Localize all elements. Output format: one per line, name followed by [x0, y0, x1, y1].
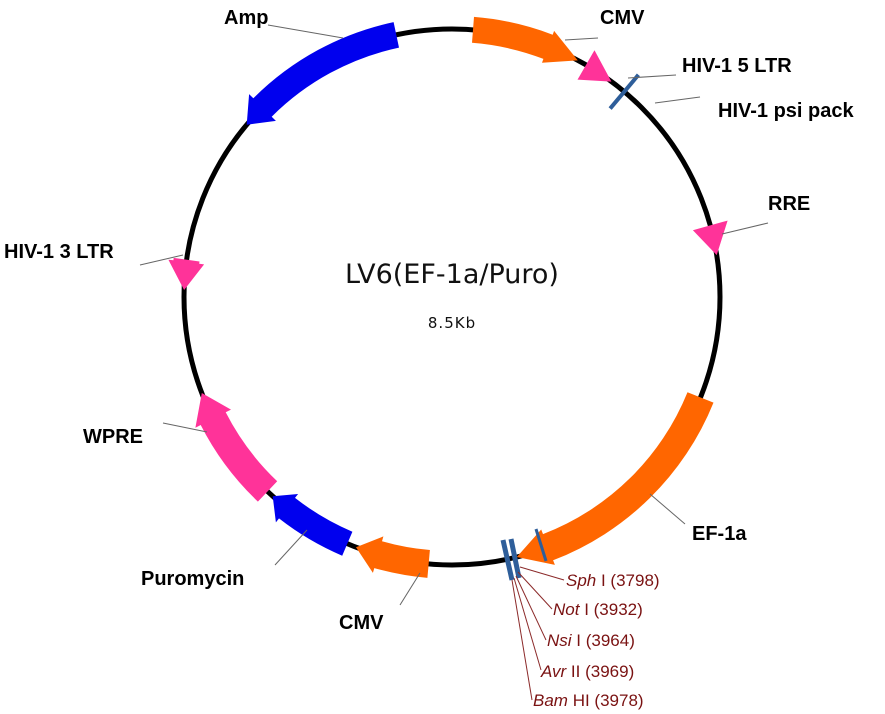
site-tick-bam	[534, 528, 548, 562]
leader-rre	[721, 222, 769, 235]
leader-ef1a	[649, 493, 686, 525]
label-ef1a: EF-1a	[692, 523, 747, 545]
site-suffix-not: I (3932)	[579, 600, 642, 619]
label-rre: RRE	[768, 193, 810, 215]
feature-arrow-puromycin	[272, 494, 353, 556]
site-label-avr: Avr II (3969)	[540, 662, 634, 681]
leader-hiv-psi	[654, 96, 701, 104]
plasmid-backbone	[181, 26, 723, 568]
leader-cmv-top	[564, 37, 599, 41]
feature-arrow-rre	[692, 220, 728, 256]
leader-puromycin	[274, 529, 308, 566]
leader-hiv-5ltr	[627, 74, 677, 79]
site-enzyme-sph: Sph	[566, 571, 596, 590]
site-tick-sph	[500, 539, 515, 581]
leader-wpre	[162, 422, 208, 433]
leader-lines	[139, 24, 769, 606]
feature-arrow-cmv-top	[472, 16, 578, 63]
feature-arrow-ef1a	[516, 392, 714, 565]
label-wpre: WPRE	[83, 426, 143, 448]
site-suffix-sph: I (3798)	[596, 571, 659, 590]
site-label-sph: Sph I (3798)	[566, 571, 660, 590]
site-leader-avr	[513, 577, 542, 671]
leader-cmv-bottom	[399, 572, 421, 606]
leader-hiv-3ltr	[139, 254, 184, 266]
site-leader-sph	[519, 566, 565, 581]
label-amp: Amp	[224, 7, 268, 29]
site-suffix-avr: II (3969)	[566, 662, 634, 681]
label-hiv-5ltr: HIV-1 5 LTR	[682, 55, 792, 77]
site-leader-not	[517, 571, 553, 610]
site-suffix-nsi: I (3964)	[572, 631, 635, 650]
feature-arrow-amp	[246, 22, 399, 125]
site-label-nsi: Nsi I (3964)	[547, 631, 635, 650]
site-tick-not	[508, 538, 522, 579]
leader-amp	[267, 24, 344, 39]
restriction-site-ticks	[500, 528, 548, 581]
feature-arrow-hiv-3ltr	[168, 257, 205, 290]
site-label-bam: Bam HI (3978)	[533, 691, 644, 710]
feature-arrow-wpre	[195, 393, 278, 502]
site-leader-bam	[511, 579, 533, 701]
site-enzyme-not: Not	[553, 600, 581, 619]
label-cmv-bottom: CMV	[339, 612, 384, 634]
site-label-not: Not I (3932)	[553, 600, 643, 619]
label-puromycin: Puromycin	[141, 568, 244, 590]
feature-arrows	[168, 16, 728, 578]
site-leader-nsi	[515, 575, 547, 641]
label-hiv-3ltr: HIV-1 3 LTR	[4, 241, 114, 263]
site-enzyme-avr: Avr	[540, 662, 568, 681]
site-enzyme-bam: Bam	[533, 691, 568, 710]
feature-tick-hiv-psi	[608, 73, 640, 110]
label-cmv-top: CMV	[600, 7, 645, 29]
feature-arrow-hiv-5ltr	[577, 50, 612, 82]
site-enzyme-nsi: Nsi	[547, 631, 573, 650]
label-hiv-psi: HIV-1 psi pack	[718, 100, 854, 122]
plasmid-size: 8.5Kb	[428, 314, 476, 332]
plasmid-title: LV6(EF-1a/Puro)	[345, 259, 559, 290]
site-suffix-bam: HI (3978)	[568, 691, 644, 710]
feature-arrow-cmv-bottom	[356, 536, 430, 578]
site-leader-lines	[511, 566, 565, 701]
